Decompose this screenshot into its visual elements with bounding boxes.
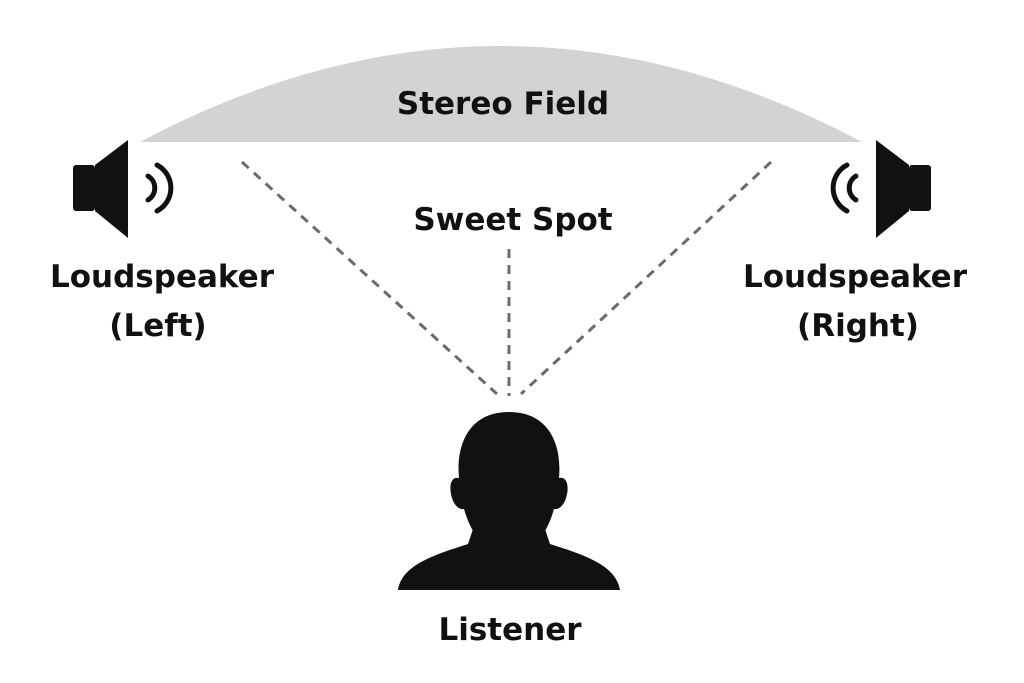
speaker-left-icon xyxy=(73,140,174,238)
stereo-field-arc xyxy=(140,46,862,142)
speaker-right-label-line1: Loudspeaker xyxy=(743,259,968,295)
sweet-spot-label: Sweet Spot xyxy=(413,202,612,238)
listener-label: Listener xyxy=(438,612,582,648)
stereo-field-label: Stereo Field xyxy=(397,86,609,122)
speaker-left-label-line1: Loudspeaker xyxy=(50,259,275,295)
speaker-right-icon xyxy=(830,140,931,238)
left-sound-path xyxy=(240,160,499,396)
speaker-left-label-line2: (Left) xyxy=(109,308,206,344)
listener-head-icon xyxy=(398,412,620,590)
right-sound-path xyxy=(519,160,773,396)
sound-paths xyxy=(240,160,773,396)
speaker-right-label-line2: (Right) xyxy=(797,308,919,344)
